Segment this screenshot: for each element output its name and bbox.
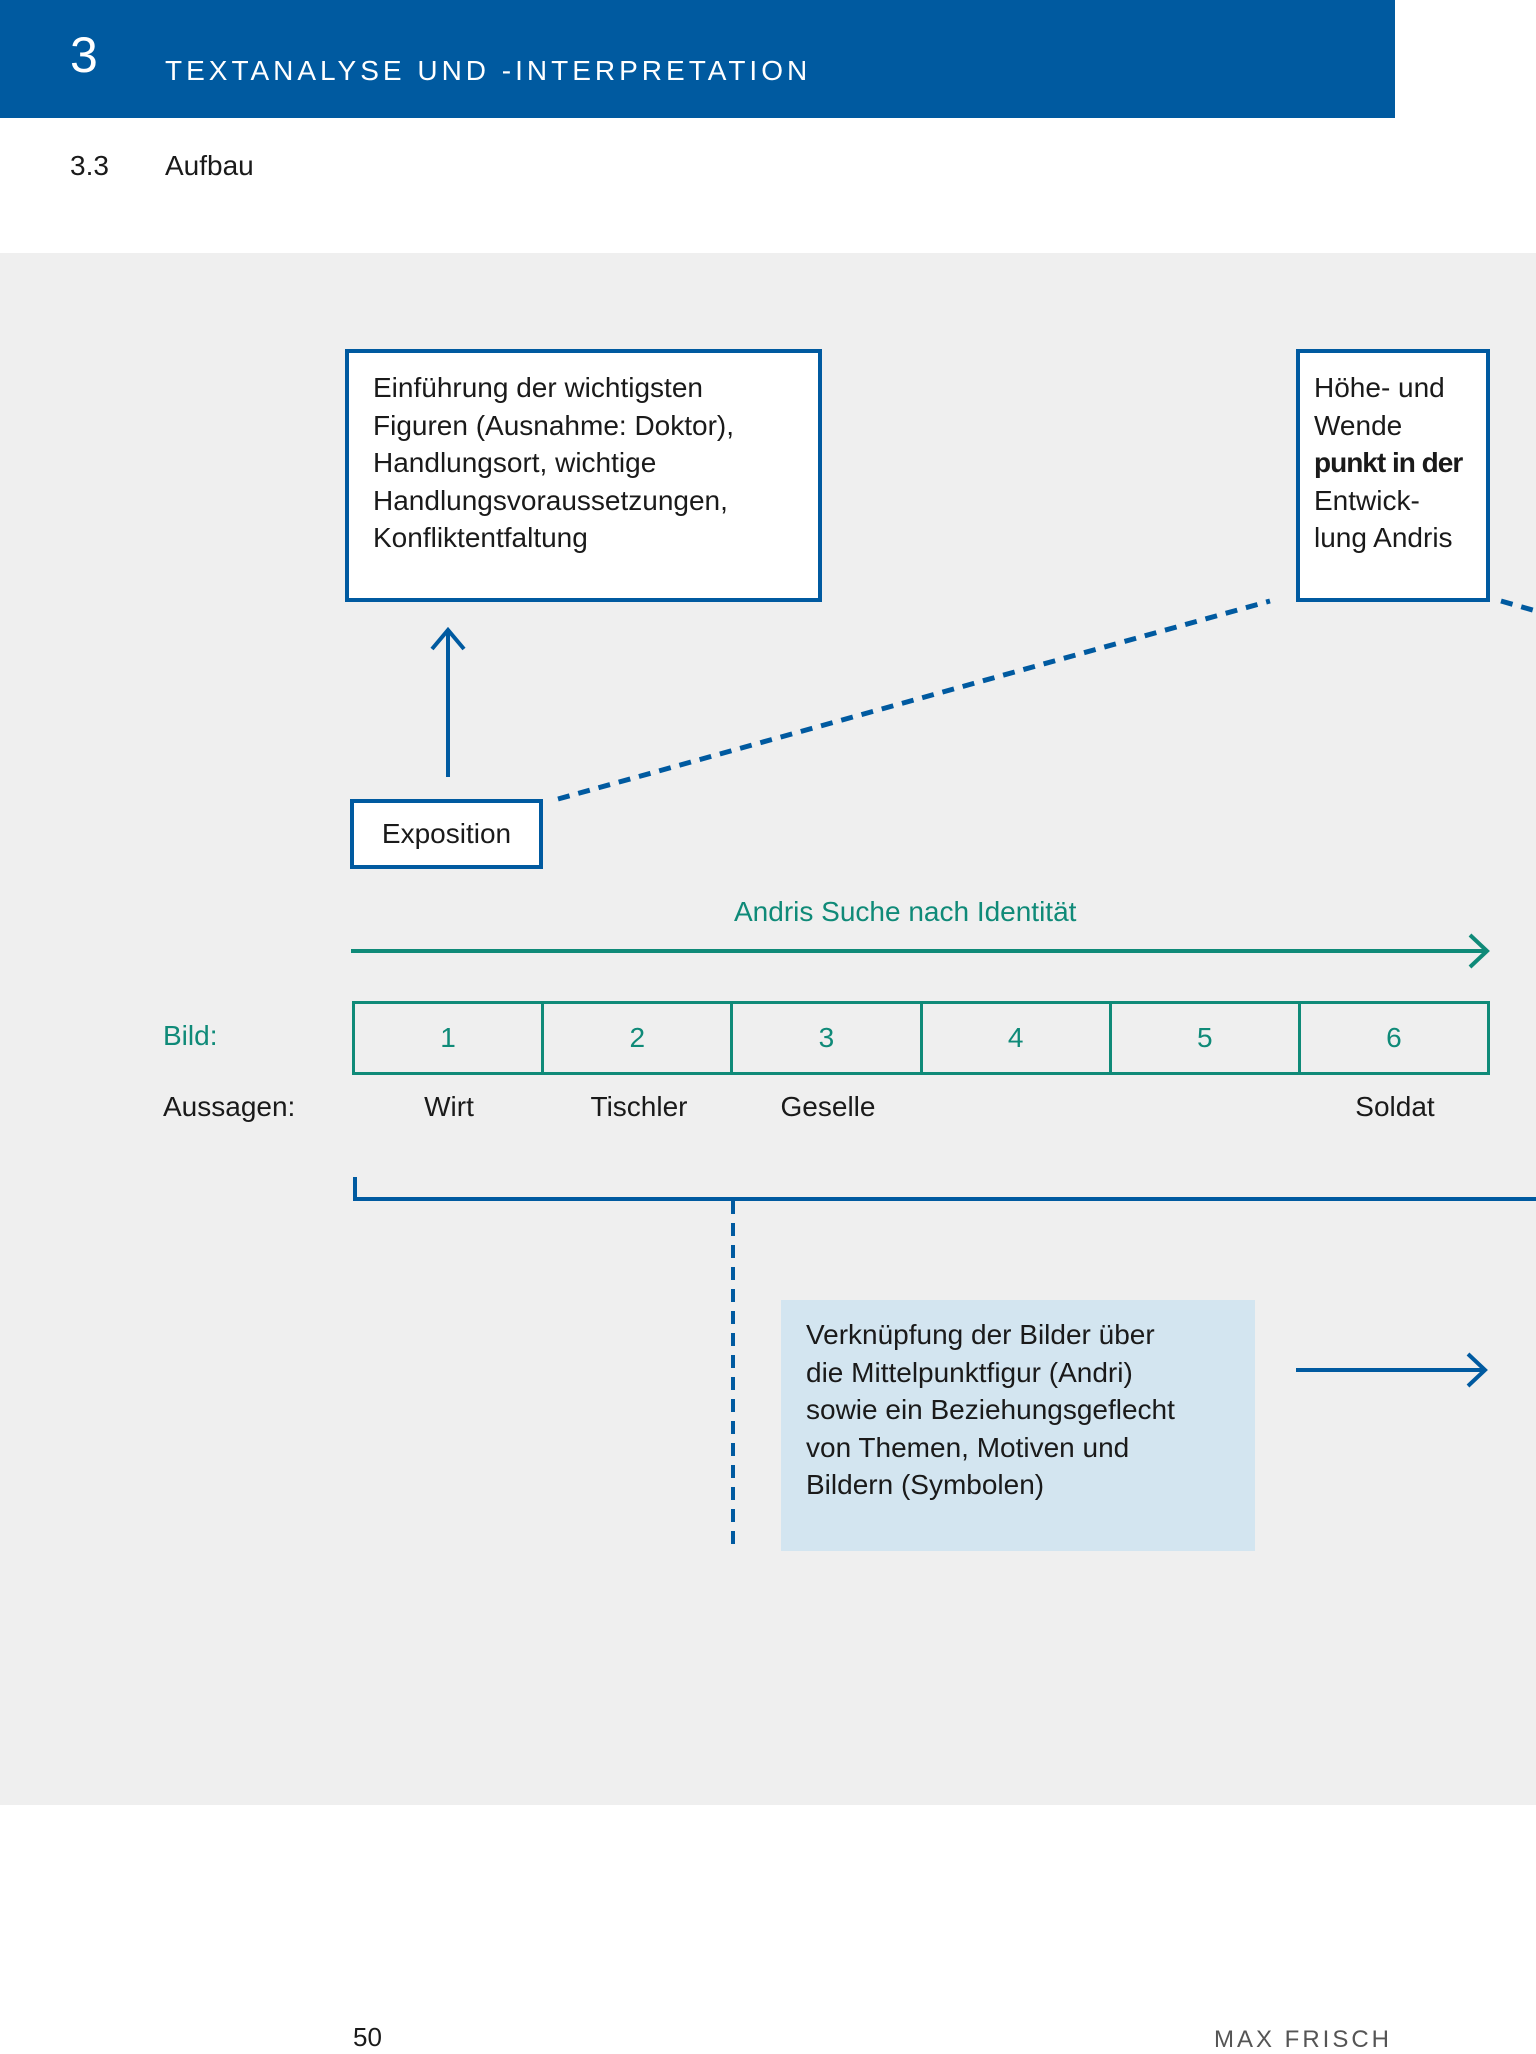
statement-2: Tischler: [590, 1091, 688, 1122]
climax-line-3: punkt in der: [1314, 447, 1463, 478]
exposition-box: Exposition: [350, 799, 543, 869]
scene-cell-1: 1: [440, 1022, 456, 1053]
chapter-title: TEXTANALYSE UND -INTERPRETATION: [165, 55, 812, 86]
linkage-box: Verknüpfung der Bilder über die Mittelpu…: [781, 1300, 1255, 1551]
exposition-description-box: Einführung der wichtigsten Figuren (Ausn…: [345, 349, 822, 602]
scene-cell-4: 4: [919, 1004, 1109, 1072]
chapter-number: 3: [70, 27, 98, 83]
footer-author: MAX FRISCH: [1214, 2026, 1393, 2053]
climax-line-4: Entwick-: [1314, 484, 1420, 516]
scene-row: 1 2 3 4 5 6: [352, 1001, 1490, 1075]
continuation-arrow-head: [1466, 1352, 1488, 1388]
identity-arrow-head: [1468, 933, 1490, 969]
scene-cell-2: 2: [541, 1004, 730, 1072]
section-title: Aufbau: [165, 150, 254, 181]
statement-6: Soldat: [1355, 1091, 1435, 1122]
climax-line-1: Höhe- und: [1314, 372, 1445, 403]
diagram-lines: [351, 598, 1536, 1551]
rising-action-dashed-line: [557, 598, 1271, 802]
identity-arrow-label: Andris Suche nach Identität: [734, 896, 1077, 927]
climax-line-5: lung Andris: [1314, 522, 1453, 553]
chapter-header-bar: 3 TEXTANALYSE UND -INTERPRETATION: [0, 0, 1395, 118]
section-number: 3.3: [70, 150, 109, 181]
exposition-arrow-head: [430, 626, 466, 651]
statement-3: Geselle: [780, 1091, 876, 1122]
scene-cell-5: 5: [1108, 1004, 1298, 1072]
aussagen-label: Aussagen:: [163, 1091, 296, 1122]
scene-bracket-line: [353, 1177, 1536, 1201]
page-number: 50: [353, 2022, 382, 2052]
falling-action-dashed-line: [1500, 598, 1536, 614]
statement-1: Wirt: [424, 1091, 474, 1122]
climax-line-2: Wende: [1314, 409, 1403, 441]
bild-label: Bild:: [163, 1020, 218, 1051]
climax-box: Höhe- und Wende punkt in der Entwick- lu…: [1296, 349, 1490, 602]
scene-cell-6: 6: [1297, 1004, 1487, 1072]
scene-cell-3: 3: [730, 1004, 919, 1072]
